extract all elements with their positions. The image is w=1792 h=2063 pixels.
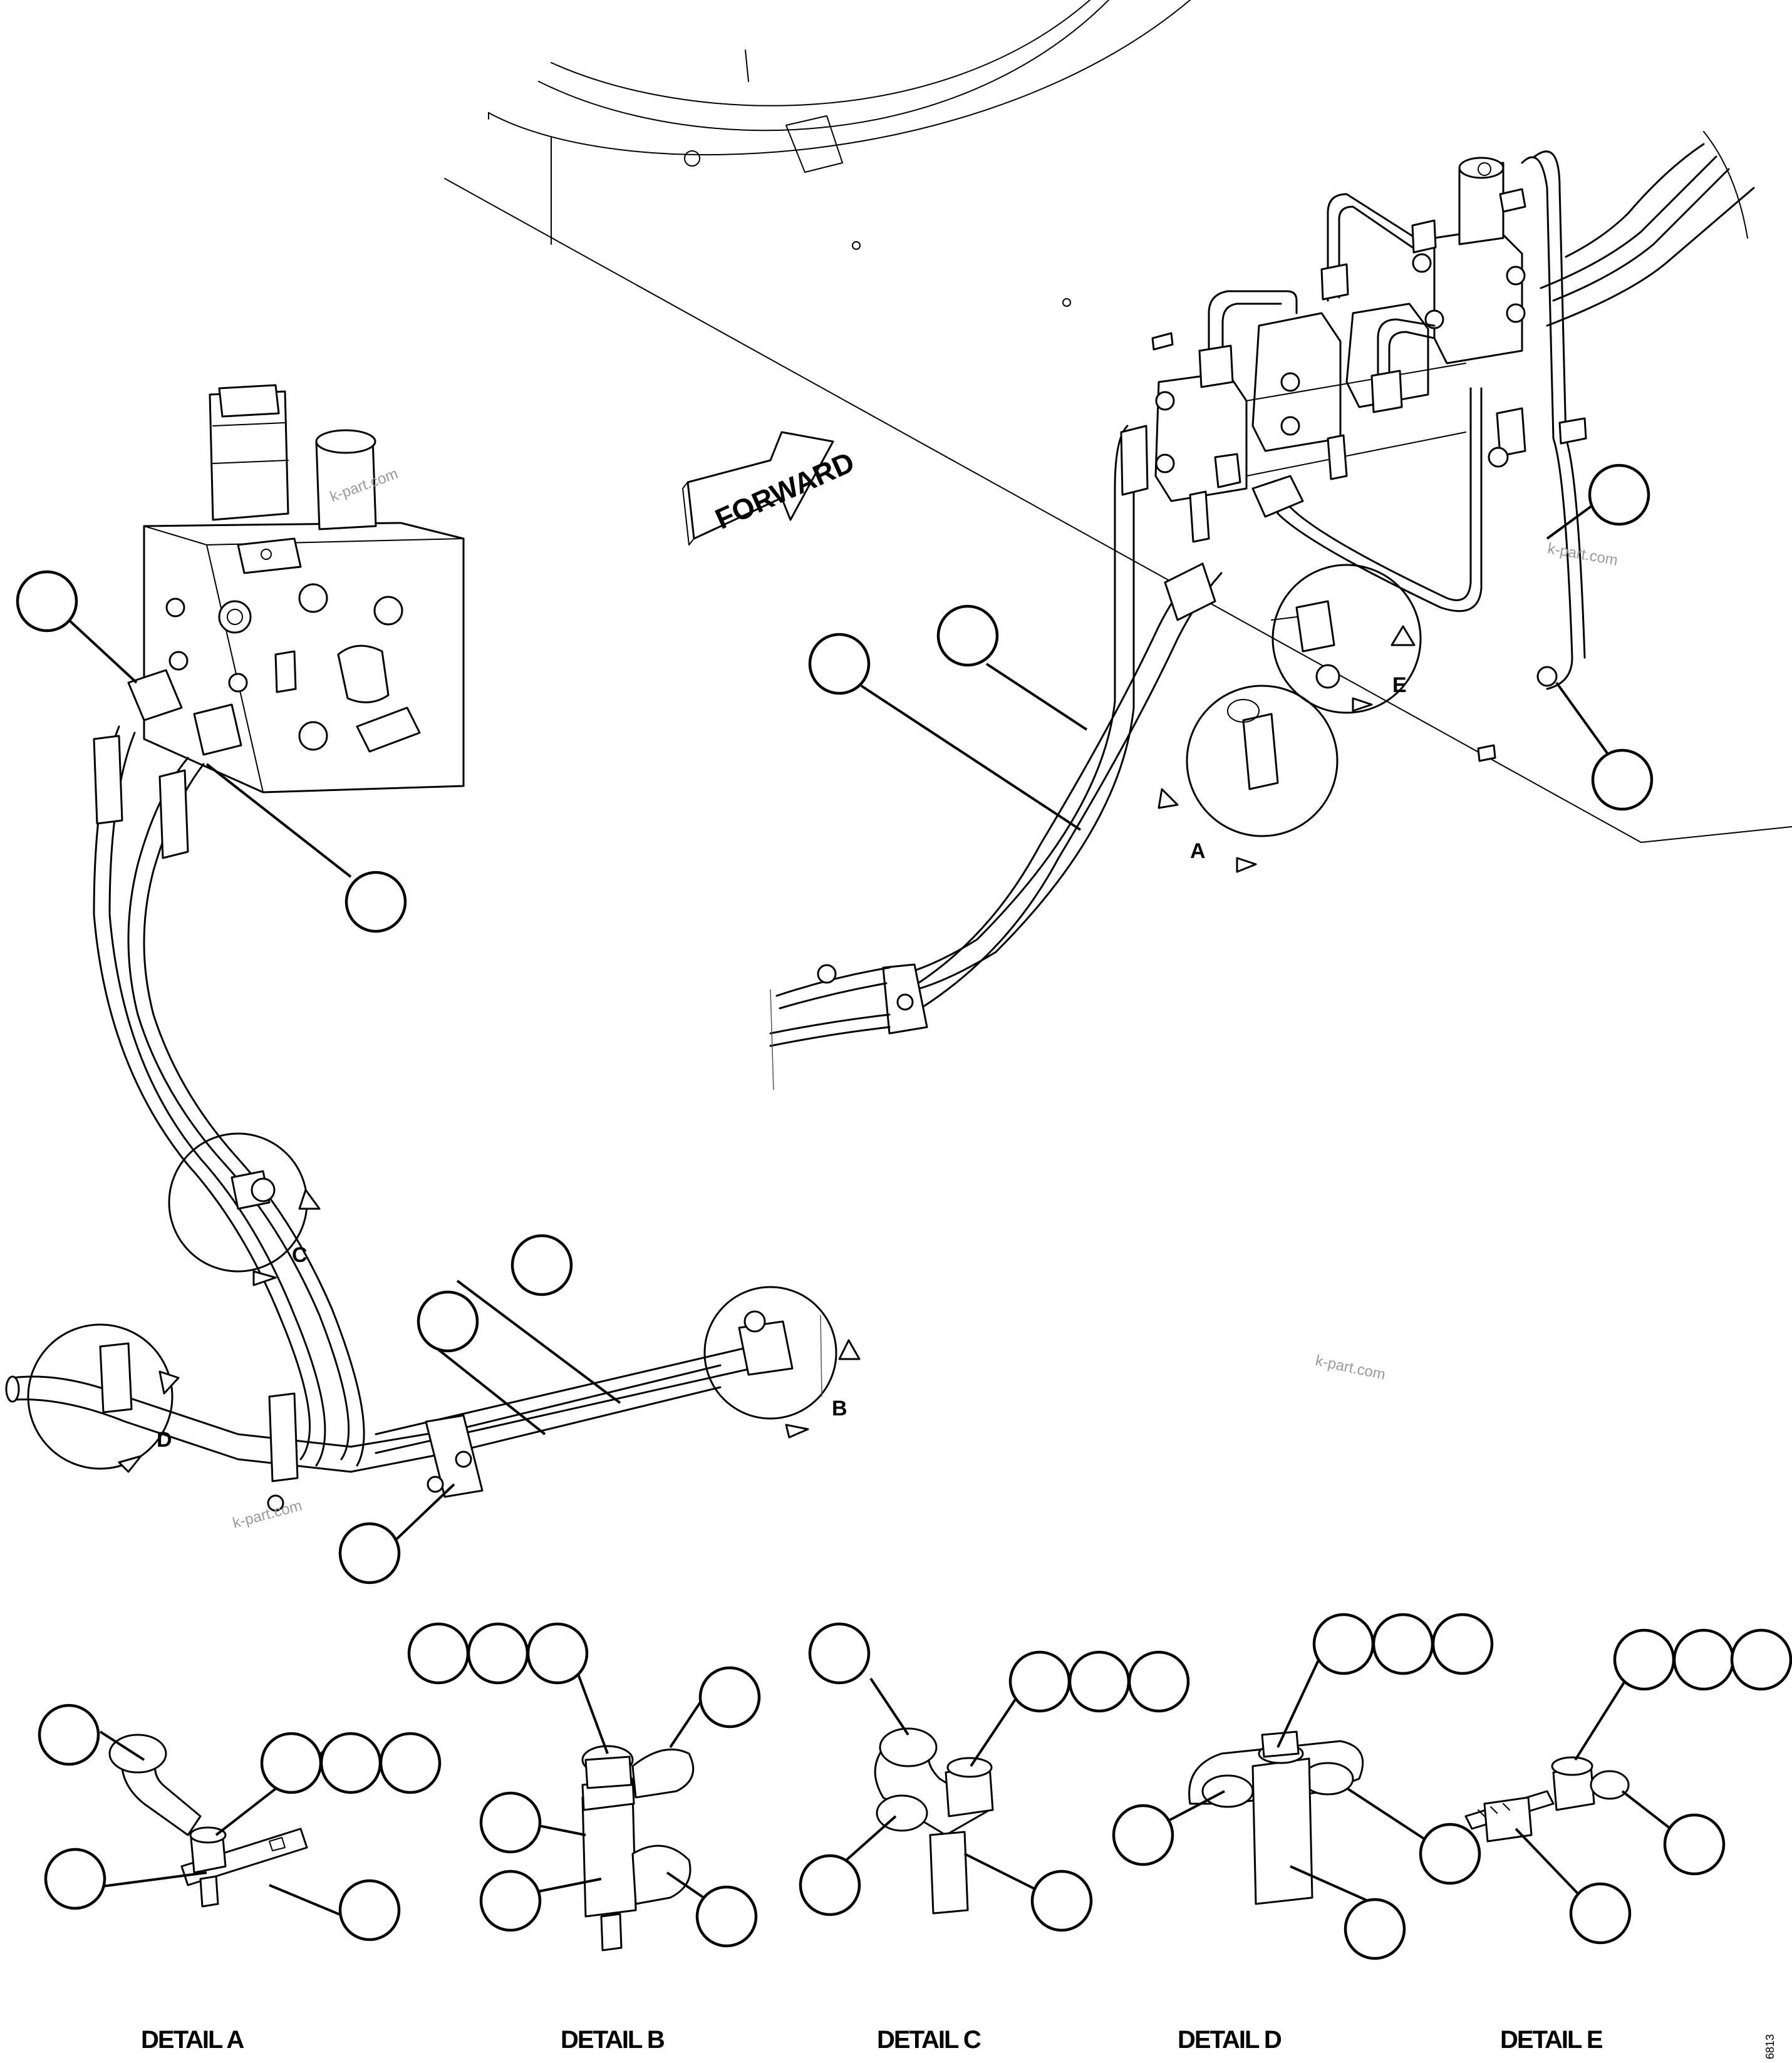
item-balloon [1663,1813,1726,1876]
detail-e-indicator: E [1271,564,1422,714]
item-balloon [526,1622,589,1685]
item-balloon [407,1622,470,1685]
detail-b-indicator: B [703,1286,861,1439]
item-balloon [467,1622,529,1685]
item-balloon [510,1234,573,1296]
watermark-text: k-part.com [1314,1352,1387,1383]
detail-a-drawing [108,1734,308,1908]
callout-letter-a: A [1190,839,1206,863]
item-balloon [479,1869,542,1932]
detail-b-drawing [581,1745,695,1952]
item-balloon [808,1622,871,1685]
valve-block-left [143,384,465,794]
item-balloon [1127,1650,1190,1713]
detail-d-drawing [1188,1730,1364,1905]
callout-letter-c: C [292,1243,308,1267]
item-balloon [38,1704,100,1766]
item-balloons [16,463,1792,1960]
detail-label-d: DETAIL D [1178,2026,1282,2054]
item-balloon [799,1854,861,1916]
forward-arrow: FORWARD [682,431,859,545]
item-balloon [1312,1613,1375,1675]
valve-manifold-assembly-right [1151,143,1755,762]
item-balloon [338,1879,401,1941]
item-balloon [1008,1650,1071,1713]
item-balloon [479,1791,542,1854]
item-balloon [1419,1823,1481,1885]
detail-label-e: DETAIL E [1500,2026,1603,2054]
item-balloon [936,604,999,667]
detail-c-indicator: C [168,1132,321,1286]
document-number: 6813 [1764,2034,1776,2059]
item-balloon [1569,1882,1632,1945]
item-balloon [44,1848,106,1910]
item-balloon [344,871,407,933]
tube-assembly-lower-left [5,1342,753,1512]
item-balloon [1344,1898,1406,1960]
detail-label-a: DETAIL A [141,2026,244,2054]
item-balloon [1431,1613,1494,1675]
item-balloon [808,633,871,695]
callout-letter-b: B [832,1397,847,1420]
watermark-text: k-part.com [1546,540,1619,569]
detail-label-b: DETAIL B [561,2026,665,2054]
item-balloon [1588,463,1650,526]
detail-a-indicator: A [1158,685,1339,873]
detail-labels: DETAIL A DETAIL B DETAIL C DETAIL D DETA… [141,2026,1604,2054]
item-balloon [1730,1628,1792,1691]
callout-letter-e: E [1392,673,1407,697]
item-balloon [379,1732,442,1794]
hose-pair-right [769,425,1223,1090]
item-balloon [698,1666,761,1729]
callout-letter-d: D [157,1428,172,1452]
item-balloon [1613,1628,1675,1691]
item-balloon [338,1522,401,1585]
machine-frame [444,0,1792,843]
item-balloon [1068,1650,1131,1713]
detail-e-drawing [1464,1756,1630,1843]
item-balloon [319,1732,382,1794]
detail-label-c: DETAIL C [877,2026,981,2054]
item-balloon [695,1885,758,1948]
detail-d-indicator: D [27,1323,180,1473]
detail-c-drawing [874,1727,994,1915]
item-balloon [417,1290,479,1353]
item-balloon [1591,748,1654,811]
item-balloon [1112,1804,1174,1866]
item-balloon [1030,1869,1093,1932]
hose-pair-left [93,669,365,1467]
item-balloon [1672,1628,1735,1691]
item-balloon [16,570,78,633]
item-balloon [1372,1613,1434,1675]
item-balloon [260,1732,323,1794]
